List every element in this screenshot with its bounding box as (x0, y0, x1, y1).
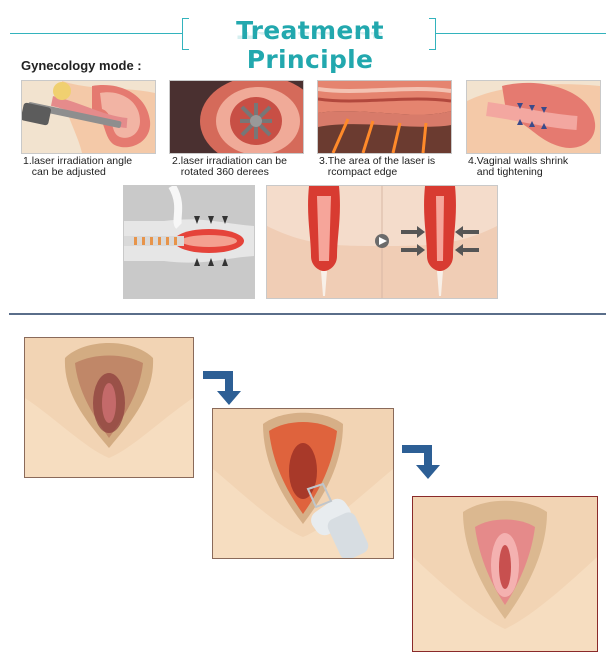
step-1-caption: 1.laser irradiation angle can be adjuste… (23, 155, 133, 178)
contraction-diagram-right (266, 185, 498, 299)
after-treatment-image (412, 496, 598, 652)
contraction-diagram-left (123, 185, 255, 299)
step-4-image (466, 80, 601, 154)
step-2-caption: 2.laser irradiation can be rotated 360 d… (172, 155, 287, 178)
page-title-reflection: Treatment Principle (180, 32, 440, 44)
during-treatment-image (212, 408, 394, 559)
step-3-caption: 3.The area of the laser is rcompact edge (319, 155, 436, 178)
step-1-image (21, 80, 156, 154)
title-bracket-right (429, 18, 436, 50)
step-3-image (317, 80, 452, 154)
step-4-caption: 4.Vaginal walls shrink and tightening (468, 155, 569, 178)
before-treatment-image (24, 337, 194, 478)
header-line-right (436, 33, 606, 34)
section-subtitle: Gynecology mode : (21, 58, 142, 73)
header-line-left (10, 33, 182, 34)
title-bracket-left (182, 18, 189, 50)
section-separator (9, 313, 606, 315)
title-block: Treatment Principle Treatment Principle (180, 16, 440, 74)
arrow-icon (203, 371, 241, 405)
page-title: Treatment Principle (236, 16, 384, 74)
arrow-icon-2 (402, 445, 440, 479)
step-2-image (169, 80, 304, 154)
